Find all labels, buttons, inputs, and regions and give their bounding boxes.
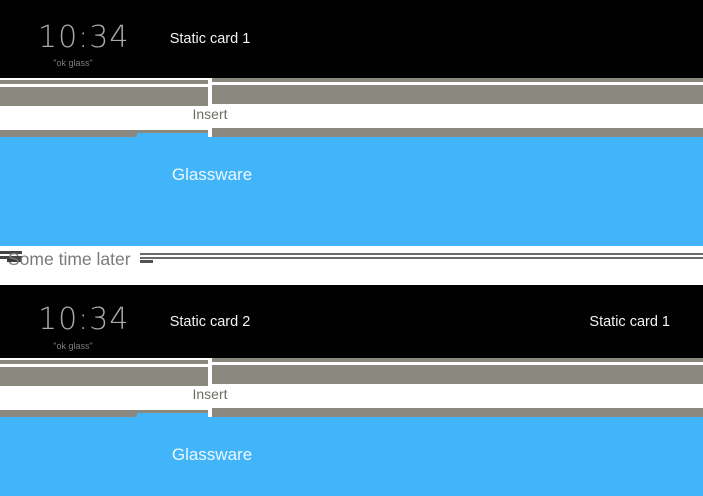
card-edge-bar <box>0 410 208 419</box>
insert-slot-gap <box>212 384 703 408</box>
timeline-edge-left <box>0 360 208 419</box>
home-card-2: 10:34 "ok glass" Static card 2 Static ca… <box>0 285 703 358</box>
card-edge-strip <box>212 358 703 362</box>
separator-label: Some time later <box>8 249 131 269</box>
glassware-title: Glassware <box>171 445 253 464</box>
ok-glass-hotword: "ok glass" <box>53 341 93 351</box>
timeline-card-stack-2: Insert <box>0 358 703 420</box>
glassware-card-1: Glassware <box>0 133 703 249</box>
static-card-1-title-right: Static card 1 <box>589 314 670 330</box>
home-card-1: 10:34 "ok glass" Static card 1 <box>0 0 703 78</box>
card-edge-gap <box>212 82 703 85</box>
glassware-card-tab <box>137 133 208 137</box>
card-edge-gap <box>0 84 208 87</box>
ok-glass-hotword: "ok glass" <box>53 58 93 68</box>
separator-line-left <box>7 259 22 262</box>
card-edge-strip <box>0 80 208 84</box>
card-edge-bar <box>212 365 703 384</box>
glassware-card-tab <box>137 413 208 417</box>
insert-slot-gap <box>0 106 208 130</box>
timeline-edge-right <box>212 78 703 137</box>
insert-slot-gap <box>212 104 703 128</box>
timeline-card-stack-1: Insert <box>0 78 703 140</box>
card-edge-bar <box>0 367 208 386</box>
insert-label: Insert <box>192 386 228 402</box>
card-edge-bar <box>0 130 208 139</box>
timeline-edge-left <box>0 80 208 139</box>
timeline-edge-right <box>212 358 703 417</box>
card-edge-strip <box>0 360 208 364</box>
separator-line-right <box>140 257 703 259</box>
card-edge-bar <box>212 85 703 104</box>
card-edge-bar <box>212 408 703 417</box>
glassware-card-2: Glassware <box>0 413 703 496</box>
separator-line-right <box>140 260 153 263</box>
card-edge-gap <box>212 362 703 365</box>
insert-label: Insert <box>192 106 228 122</box>
time-separator: Some time later <box>0 246 703 285</box>
card-edge-gap <box>0 364 208 367</box>
insert-slot-gap <box>0 386 208 410</box>
card-edge-bar <box>0 87 208 106</box>
static-card-2-title: Static card 2 <box>169 314 251 330</box>
separator-line-left <box>0 251 22 254</box>
glassware-title: Glassware <box>171 165 253 184</box>
separator-line-left <box>0 256 22 259</box>
separator-line-right <box>140 253 703 255</box>
card-edge-strip <box>212 78 703 82</box>
static-card-1-title: Static card 1 <box>169 31 251 47</box>
card-edge-bar <box>212 128 703 137</box>
